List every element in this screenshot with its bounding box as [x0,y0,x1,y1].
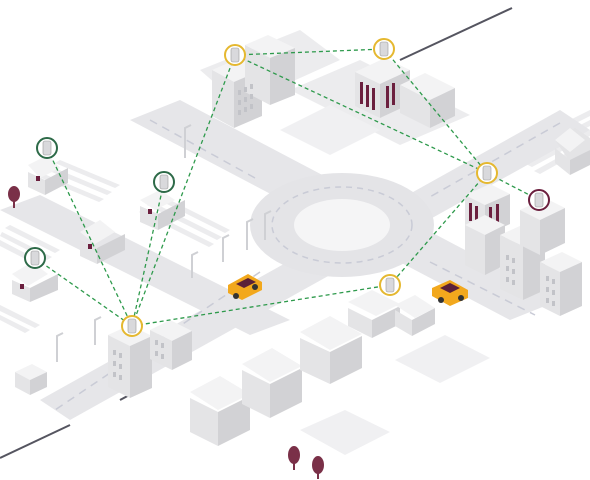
street-lamps [56,124,272,362]
building-top-right [355,58,455,128]
gateway-node-icon [476,162,498,184]
gateway-node-icon [36,137,58,159]
house-bottom-1 [190,376,250,446]
gateway-node-icon [24,247,46,269]
house-bottom-2 [242,348,302,418]
house-far-right [555,128,590,175]
roundabout [250,173,434,277]
gateway-node-icon [528,189,550,211]
house-bottom-3 [300,316,362,384]
gateway-node-icon [121,315,143,337]
gateway-node-icon [224,44,246,66]
building-top-left [212,35,295,128]
house-left-3 [140,190,185,230]
gateway-node-icon [379,274,401,296]
house-left-1 [28,155,68,195]
tree-icon [312,456,324,479]
house-left-2 [80,220,125,264]
tree-icon [8,186,20,208]
small-box [15,364,47,395]
gateway-node-icon [373,38,395,60]
building-hub [108,320,192,398]
house-bottom-4 [348,290,435,338]
taxi-car-icon [432,280,468,306]
lane-markings [54,119,561,411]
tree-icon [288,446,300,470]
taxi-car-icon [228,274,262,300]
sidewalks [280,105,490,455]
building-right-cluster [465,184,582,316]
gateway-node-icon [153,171,175,193]
